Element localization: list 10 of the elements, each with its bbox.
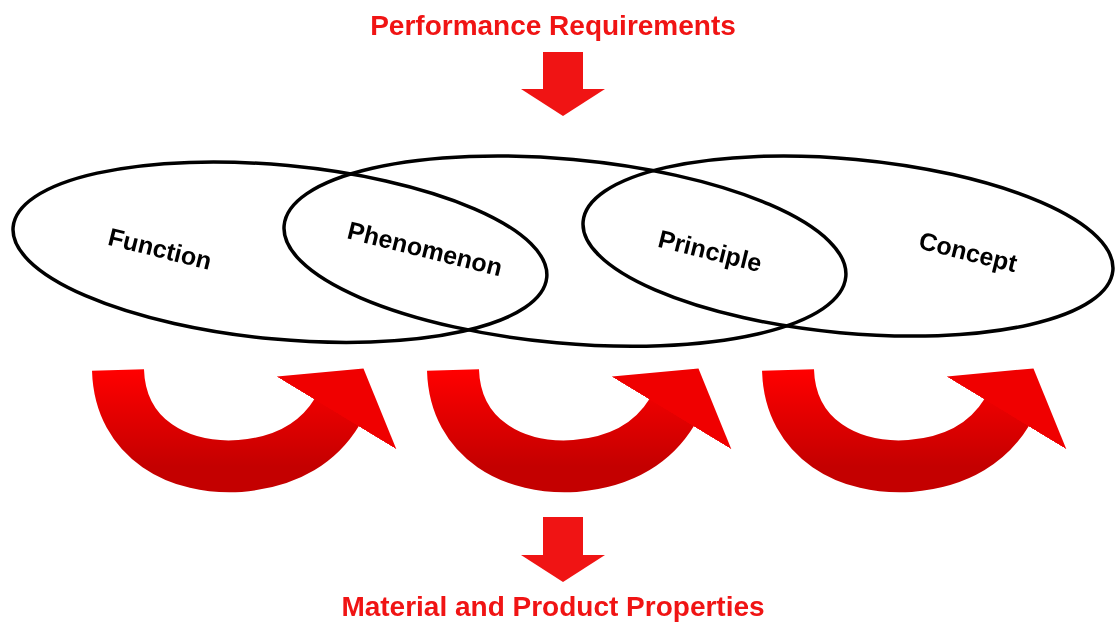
ellipse-label: Function	[105, 222, 215, 276]
ellipse-label: Concept	[915, 225, 1020, 279]
heading-text: Material and Product Properties	[341, 591, 765, 623]
heading-text: Performance Requirements	[370, 10, 736, 42]
arrow	[521, 52, 605, 116]
arrow	[521, 517, 605, 582]
ellipse-node	[10, 158, 550, 346]
overlap-label: Principle	[655, 224, 765, 278]
ellipse-node	[580, 152, 1116, 340]
ellipse-shape	[281, 152, 849, 350]
